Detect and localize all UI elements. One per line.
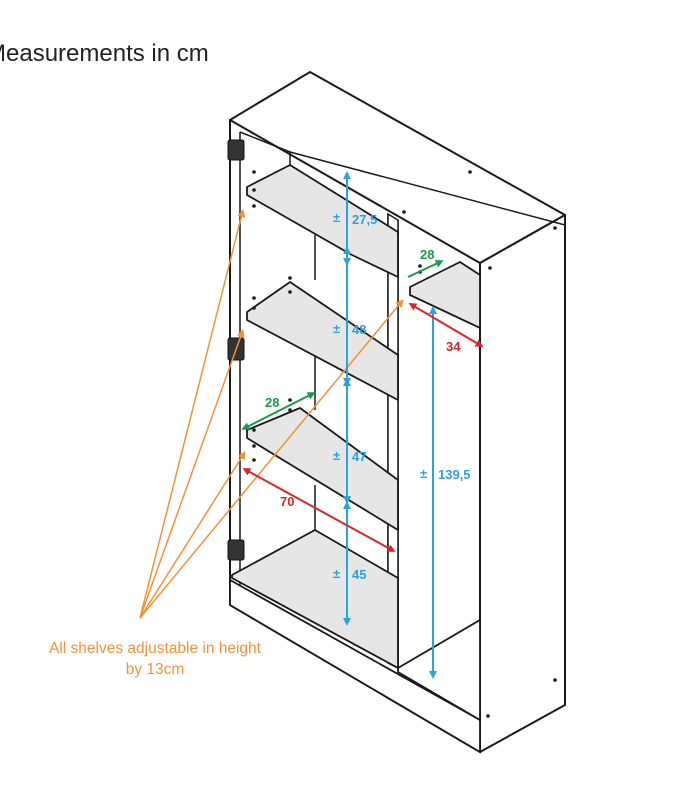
arrow-depth-left <box>241 392 316 430</box>
hinge-icon <box>227 139 245 161</box>
pm-3: ± <box>333 448 340 463</box>
label-gap-2: 48 <box>352 322 366 337</box>
arrow-depth-right <box>407 260 444 278</box>
pointer-line <box>139 299 404 619</box>
note-line-2: by 13cm <box>125 661 185 678</box>
height-arrows <box>343 171 437 679</box>
label-width-left: 70 <box>280 494 294 509</box>
note-line-1: All shelves adjustable in height <box>49 640 261 657</box>
diagram-title: Measurements in cm <box>0 40 209 67</box>
depth-arrows <box>241 260 444 430</box>
adjustable-pointers <box>139 209 404 619</box>
label-depth-right: 28 <box>420 247 434 262</box>
label-right-height: 139,5 <box>438 467 471 482</box>
right-side-panel <box>479 214 566 753</box>
pm-2: ± <box>333 321 340 336</box>
plusminus-markers: ± ± ± ± ± <box>333 210 427 581</box>
pointer-line <box>139 329 245 619</box>
shelf-1 <box>246 164 399 278</box>
peg-holes <box>252 170 557 718</box>
pm-bottom: ± <box>333 566 340 581</box>
label-gap-bottom: 45 <box>352 567 366 582</box>
pointer-line <box>139 209 246 619</box>
label-gap-3: 47 <box>352 449 366 464</box>
pointer-line <box>139 451 246 619</box>
label-gap-top: 27,5 <box>352 212 377 227</box>
pm-right: ± <box>420 466 427 481</box>
plinth <box>229 578 481 754</box>
label-depth-left: 28 <box>265 395 279 410</box>
hinge-icon <box>227 539 245 561</box>
width-arrows <box>242 302 484 552</box>
shelf-2 <box>246 281 399 401</box>
dimension-labels: 27,5 48 47 45 139,5 28 28 70 34 <box>265 212 471 582</box>
adjustable-note: All shelves adjustable in height by 13cm <box>20 638 290 680</box>
arrow-width-left <box>242 468 396 552</box>
label-width-right: 34 <box>446 339 461 354</box>
arrow-width-right <box>408 302 484 348</box>
pm-top: ± <box>333 210 340 225</box>
